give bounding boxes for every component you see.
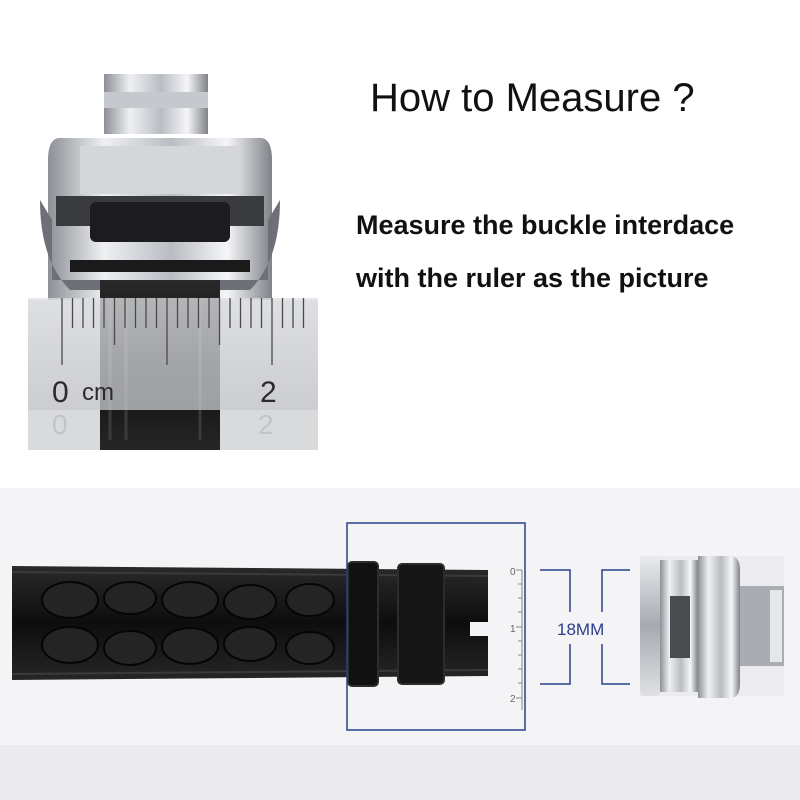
bottom-ruler-one: 1	[510, 624, 516, 635]
ruler-reflection-zero: 0	[52, 409, 68, 440]
instruction-line-2: with the ruler as the picture	[356, 263, 709, 293]
ruler-label-zero: 0	[52, 376, 69, 409]
ruler-label-two: 2	[260, 376, 277, 409]
bottom-ruler-zero: 0	[510, 567, 516, 578]
lower-panel-shadow	[0, 745, 800, 800]
ruler-reflection-two: 2	[258, 409, 274, 440]
page-title: How to Measure ?	[370, 76, 695, 120]
side-buckle-image	[640, 556, 784, 698]
dimension-brackets	[540, 569, 630, 685]
ruler-label-unit: cm	[82, 379, 114, 406]
measurement-value-label: 18MM	[557, 620, 605, 639]
instruction-line-1: Measure the buckle interdace	[356, 210, 735, 240]
top-ruler: 0 cm 2 0 2	[28, 298, 318, 440]
leather-strap	[11, 561, 489, 687]
bottom-ruler: 0 1 2	[346, 522, 526, 731]
bottom-ruler-two: 2	[510, 694, 516, 705]
